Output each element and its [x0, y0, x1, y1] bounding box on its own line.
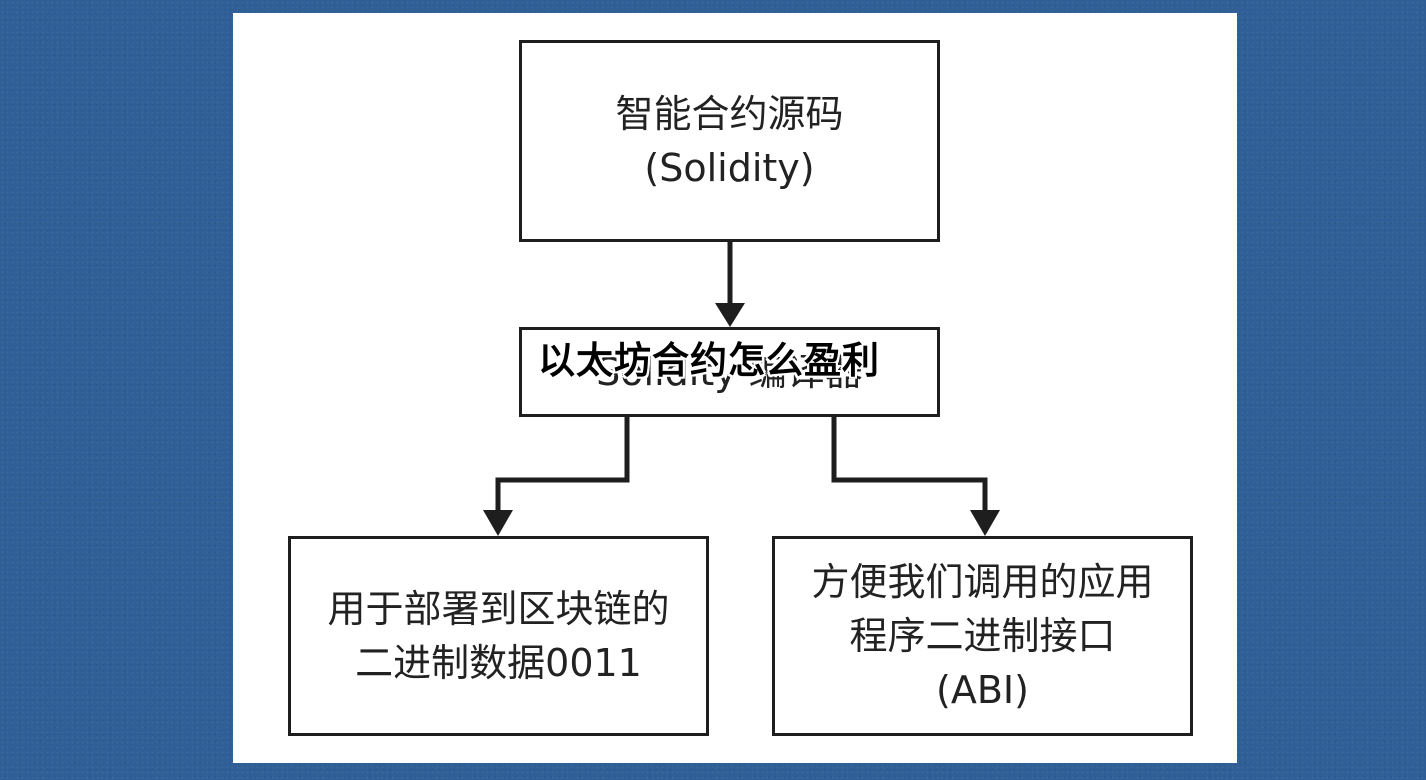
- abi-output-line2: 程序二进制接口: [849, 614, 1116, 658]
- arrowhead-abi: [970, 510, 1000, 536]
- arrow-compiler-to-abi: [831, 417, 988, 516]
- arrowhead-compiler: [715, 303, 745, 327]
- source-language-label: (Solidity): [644, 146, 815, 190]
- source-code-label: 智能合约源码: [615, 92, 844, 136]
- diagram-panel: 智能合约源码 (Solidity) Solidity 编译器 用于部署到区块链的…: [233, 13, 1237, 763]
- source-code-box: 智能合约源码 (Solidity): [519, 40, 940, 242]
- binary-output-box: 用于部署到区块链的 二进制数据0011: [288, 536, 709, 736]
- arrow-compiler-to-binary: [495, 417, 630, 516]
- arrowhead-binary: [483, 510, 513, 536]
- binary-output-line1: 用于部署到区块链的: [327, 587, 670, 631]
- compiler-label: Solidity 编译器: [596, 350, 863, 394]
- abi-output-line3: (ABI): [936, 668, 1029, 712]
- abi-output-line1: 方便我们调用的应用: [811, 560, 1154, 604]
- abi-output-box: 方便我们调用的应用 程序二进制接口 (ABI): [772, 536, 1193, 736]
- compiler-box: Solidity 编译器: [519, 327, 940, 417]
- overlay-title: 以太坊合约怎么盈利: [538, 339, 880, 382]
- binary-output-line2: 二进制数据0011: [355, 641, 642, 685]
- flow-arrows: [483, 242, 1000, 536]
